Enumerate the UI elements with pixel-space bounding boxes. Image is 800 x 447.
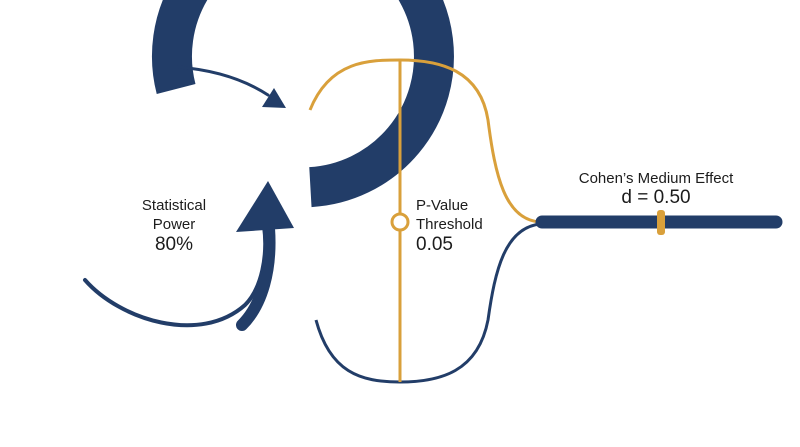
threshold-marker-icon — [390, 212, 410, 232]
effect-marker — [657, 210, 665, 235]
clockwise-arrow-icon — [176, 65, 286, 108]
p-value-label-line2: Threshold — [416, 216, 483, 233]
statistical-power-label-line2: Power — [152, 216, 196, 233]
upward-curved-arrow-icon — [83, 181, 294, 331]
p-value-value: 0.05 — [416, 234, 453, 255]
effect-size-label: Cohen’s Medium Effect — [578, 170, 734, 187]
effect-size-value: d = 0.50 — [621, 187, 691, 208]
p-value-bracket-top — [308, 58, 541, 224]
p-value-label-line1: P-Value — [416, 197, 469, 214]
p-value-bracket-bottom — [314, 222, 541, 384]
p-value-label: P-Value Threshold — [416, 196, 483, 234]
statistical-power-value: 80% — [154, 234, 194, 255]
statistical-power-label: Statistical Power — [118, 196, 230, 234]
statistical-power-label-line1: Statistical — [141, 197, 207, 214]
power-ring — [152, 0, 454, 208]
